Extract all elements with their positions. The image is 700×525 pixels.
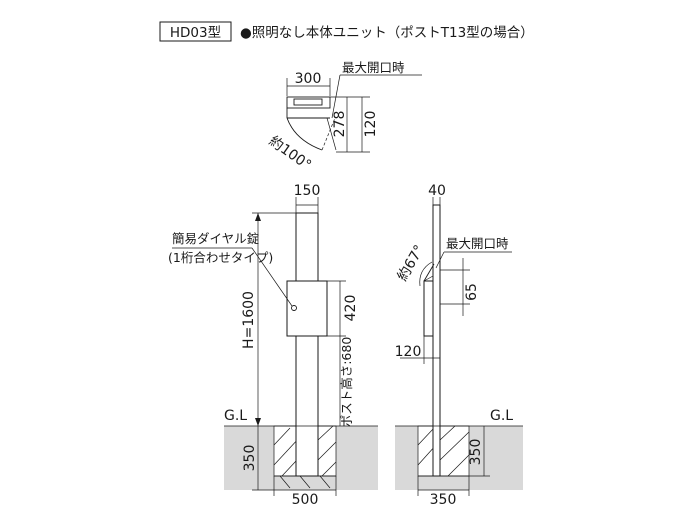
top-angle-label: 約100°	[266, 133, 314, 173]
model-badge	[159, 21, 232, 42]
side-depth-dim: 350	[468, 439, 484, 466]
post-height-dim: ポスト高さ:680	[339, 337, 354, 428]
side-open-depth-dim: 65	[464, 283, 480, 301]
side-box-depth-dim: 120	[395, 344, 422, 360]
front-post-width-dim: 150	[294, 183, 321, 199]
top-width-dim: 300	[295, 71, 322, 87]
side-post-width-dim: 40	[428, 183, 446, 199]
side-footing-dim: 350	[430, 492, 457, 508]
lock-label: 簡易ダイヤル錠	[172, 231, 260, 246]
top-view: 300 最大開口時 278 120 約100°	[266, 60, 422, 174]
front-gl-label: G.L	[224, 408, 247, 424]
box-height-dim: 420	[343, 295, 359, 322]
front-footing-dim: 500	[292, 492, 319, 508]
side-gl-label: G.L	[490, 408, 513, 424]
header-title: ●照明なし本体ユニット（ポストT13型の場合）	[240, 25, 534, 41]
front-view: 150 簡易ダイヤル錠 (1桁合わせタイプ)	[168, 183, 378, 508]
side-max-open-label: 最大開口時	[446, 236, 509, 251]
lock-sub-label: (1桁合わせタイプ)	[168, 250, 273, 265]
top-depth2-dim: 120	[363, 111, 379, 138]
model-label: HD03型	[170, 25, 221, 41]
side-angle-label: 約67°	[395, 242, 428, 284]
side-view: 40 約67° 最大開口時 65	[395, 183, 523, 508]
front-depth-dim: 350	[242, 445, 258, 472]
top-depth-dim: 278	[332, 111, 348, 138]
top-max-open-label: 最大開口時	[342, 60, 405, 75]
total-height-dim: H=1600	[241, 291, 257, 349]
